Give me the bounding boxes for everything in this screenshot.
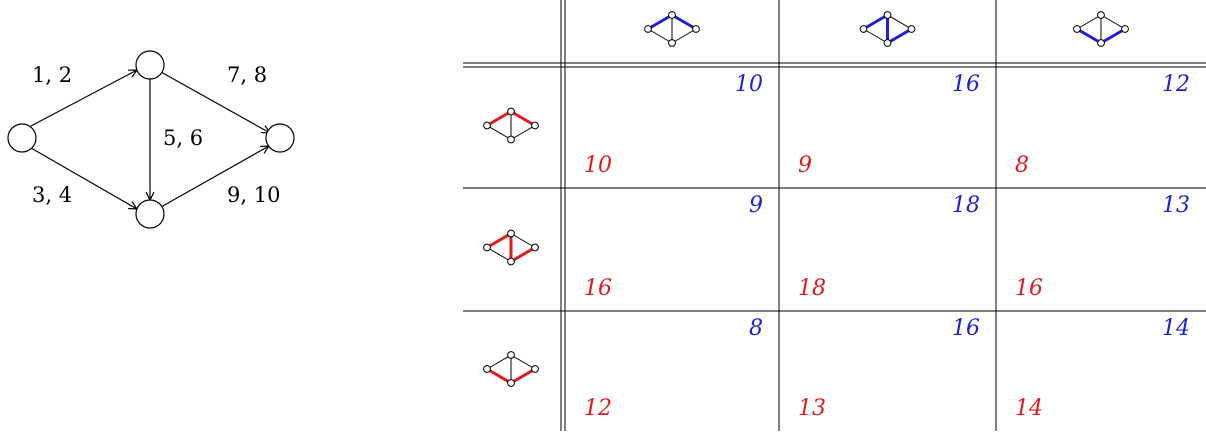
icon-edge-highlighted bbox=[510, 246, 536, 263]
icon-edge-highlighted bbox=[1100, 27, 1126, 45]
icon-edge-highlighted bbox=[1076, 27, 1102, 45]
row-header-icon-1 bbox=[483, 107, 539, 144]
column-payoff-value: 9 bbox=[749, 193, 763, 218]
network-graph: 1, 2 3, 4 5, 6 7, 8 9, 10 bbox=[7, 50, 295, 229]
payoff-table bbox=[463, 0, 1206, 431]
column-payoff-value: 13 bbox=[1162, 193, 1190, 218]
icon-edge-highlighted bbox=[510, 367, 536, 385]
column-payoff-value: 14 bbox=[1162, 316, 1190, 341]
icon-node bbox=[692, 25, 700, 33]
node-bottom bbox=[135, 199, 165, 229]
icon-node bbox=[507, 229, 515, 238]
icon-node bbox=[907, 25, 916, 33]
icon-edge bbox=[510, 125, 536, 140]
icon-edge bbox=[647, 28, 673, 44]
row-payoff-value: 8 bbox=[1015, 153, 1029, 178]
edge-label-middle: 5, 6 bbox=[163, 126, 203, 150]
icon-edge-highlighted bbox=[486, 110, 512, 127]
icon-edge bbox=[510, 354, 536, 370]
row-payoff-value: 18 bbox=[798, 276, 826, 301]
edge-label-bottom-right: 9, 10 bbox=[227, 183, 280, 207]
row-payoff-value: 13 bbox=[798, 396, 826, 421]
node-source bbox=[7, 123, 37, 153]
table-cells: 10 10 16 9 12 8 9 16 18 18 13 16 8 12 16 13 14 14 bbox=[584, 72, 1190, 421]
icon-node bbox=[1073, 25, 1081, 33]
column-payoff-value: 16 bbox=[952, 316, 980, 341]
icon-node bbox=[507, 135, 515, 144]
row-payoff-value: 9 bbox=[798, 153, 812, 178]
edge-bottom-left bbox=[30, 147, 137, 209]
row-payoff-value: 16 bbox=[584, 276, 612, 301]
icon-node bbox=[883, 11, 892, 19]
row-payoff-value: 10 bbox=[584, 153, 612, 178]
icon-edge bbox=[1100, 14, 1126, 30]
icon-edge bbox=[671, 28, 697, 44]
icon-node bbox=[644, 25, 652, 33]
node-top bbox=[135, 50, 165, 80]
icon-node bbox=[507, 257, 515, 266]
column-payoff-value: 18 bbox=[952, 193, 980, 218]
icon-edge bbox=[863, 28, 888, 44]
icon-edge-highlighted bbox=[862, 13, 889, 31]
edge-top-left bbox=[30, 70, 137, 127]
column-payoff-value: 10 bbox=[735, 72, 763, 97]
icon-node bbox=[531, 365, 539, 373]
icon-node bbox=[1097, 11, 1105, 19]
column-payoff-value: 16 bbox=[952, 72, 980, 97]
icon-node bbox=[507, 379, 515, 387]
path-icons bbox=[483, 11, 1129, 387]
icon-edge-highlighted bbox=[671, 13, 697, 31]
icon-node bbox=[507, 107, 515, 116]
icon-edge-highlighted bbox=[510, 110, 536, 127]
icon-node bbox=[668, 11, 676, 19]
icon-edge bbox=[1076, 14, 1102, 30]
icon-node bbox=[1097, 39, 1105, 47]
icon-edge bbox=[510, 233, 536, 248]
icon-node bbox=[859, 25, 868, 33]
edge-label-bottom-left: 3, 4 bbox=[32, 183, 72, 207]
icon-edge-highlighted bbox=[486, 232, 512, 249]
column-header-icon-1 bbox=[644, 11, 700, 47]
edge-top-right bbox=[160, 71, 270, 133]
icon-edge-highlighted bbox=[886, 27, 913, 45]
icon-edge bbox=[486, 125, 512, 140]
row-payoff-value: 16 bbox=[1015, 276, 1043, 301]
column-header-icon-3 bbox=[1073, 11, 1129, 47]
icon-node bbox=[531, 121, 539, 130]
column-payoff-value: 12 bbox=[1162, 72, 1190, 97]
row-header-icon-3 bbox=[483, 351, 539, 387]
icon-node bbox=[483, 121, 491, 130]
edge-bottom-right bbox=[160, 146, 269, 208]
icon-edge-highlighted bbox=[486, 367, 512, 385]
icon-node bbox=[1121, 25, 1129, 33]
column-payoff-value: 8 bbox=[749, 316, 763, 341]
icon-edge bbox=[887, 14, 912, 30]
edge-label-top-right: 7, 8 bbox=[227, 63, 267, 87]
row-header-icon-2 bbox=[483, 229, 539, 266]
node-sink bbox=[265, 123, 295, 153]
icon-node bbox=[531, 243, 539, 252]
icon-node bbox=[483, 243, 491, 252]
icon-edge-highlighted bbox=[647, 13, 673, 31]
icon-node bbox=[668, 39, 676, 47]
column-header-icon-2 bbox=[859, 11, 916, 47]
icon-edge bbox=[486, 247, 512, 262]
row-payoff-value: 12 bbox=[584, 396, 612, 421]
edge-label-top-left: 1, 2 bbox=[32, 63, 72, 87]
icon-edge bbox=[486, 354, 512, 370]
icon-node bbox=[883, 39, 892, 47]
row-payoff-value: 14 bbox=[1015, 396, 1043, 421]
icon-node bbox=[483, 365, 491, 373]
icon-node bbox=[507, 351, 515, 359]
